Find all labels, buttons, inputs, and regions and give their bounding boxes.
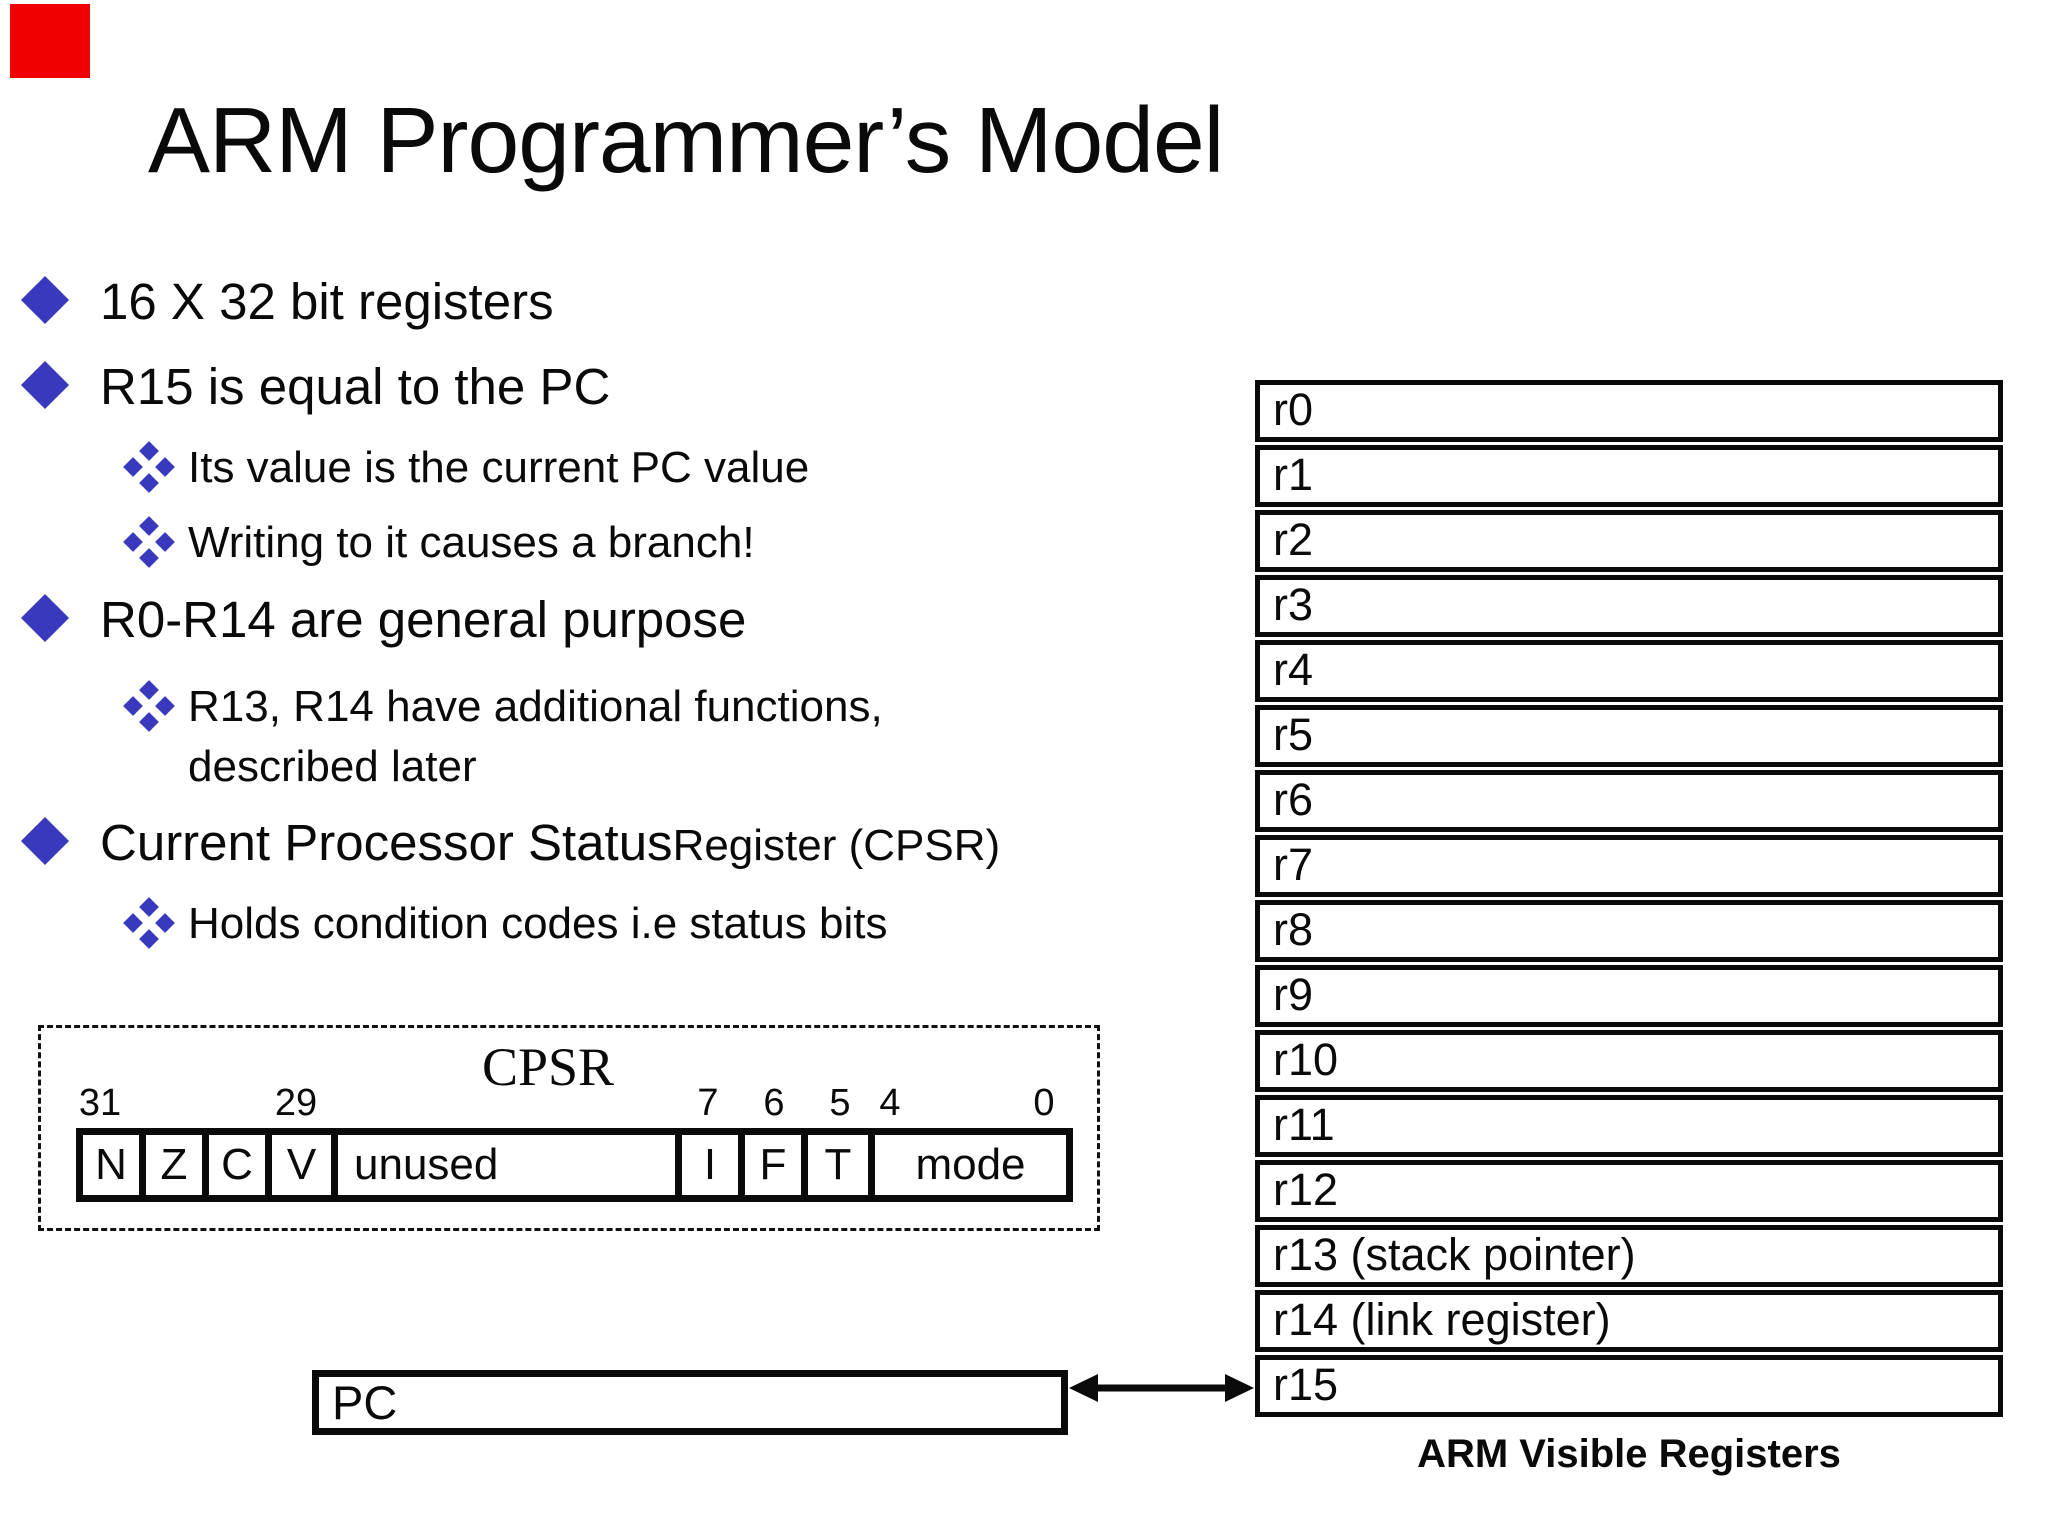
four-diamond-bullet-icon bbox=[123, 441, 175, 493]
cpsr-field-mode: mode bbox=[868, 1128, 1073, 1202]
register-row-r12: r12 bbox=[1255, 1160, 2003, 1222]
diamond-bullet-icon bbox=[20, 593, 70, 643]
register-row-r2: r2 bbox=[1255, 510, 2003, 572]
cpsr-bit-number: 29 bbox=[274, 1082, 318, 1124]
diamond-bullet-icon bbox=[20, 275, 70, 325]
register-row-r4: r4 bbox=[1255, 640, 2003, 702]
bullet-item: R15 is equal to the PC bbox=[0, 356, 1310, 418]
cpsr-field-N: N bbox=[76, 1128, 146, 1202]
bullet-text: Writing to it causes a branch! bbox=[188, 518, 755, 567]
cpsr-bit-number: 0 bbox=[1033, 1082, 1055, 1124]
register-row-r15: r15 bbox=[1255, 1355, 2003, 1417]
four-diamond-bullet-icon bbox=[123, 897, 175, 949]
red-corner-bar bbox=[10, 4, 90, 78]
register-row-r1: r1 bbox=[1255, 445, 2003, 507]
bullet-text-small: Register (CPSR) bbox=[672, 821, 1001, 870]
sub-bullet-item: Writing to it causes a branch! bbox=[0, 513, 1398, 573]
double-arrow-icon bbox=[1069, 1374, 1254, 1402]
pc-label: PC bbox=[332, 1376, 398, 1429]
diamond-bullet-icon bbox=[20, 816, 70, 866]
register-row-r11: r11 bbox=[1255, 1095, 2003, 1157]
cpsr-bit-number: 31 bbox=[78, 1082, 122, 1124]
register-table-caption: ARM Visible Registers bbox=[1417, 1432, 1841, 1476]
bullet-text: 16 X 32 bit registers bbox=[100, 273, 554, 330]
sub-bullet-item: Its value is the current PC value bbox=[0, 438, 1398, 498]
sub-bullet-item: R13, R14 have additional functions, desc… bbox=[0, 677, 1398, 797]
bullet-item: 16 X 32 bit registers bbox=[0, 271, 1310, 333]
pc-register-box: PC bbox=[312, 1370, 1068, 1435]
bullet-text: Holds condition codes i.e status bits bbox=[188, 899, 888, 948]
bullet-text: R0-R14 are general purpose bbox=[100, 591, 747, 648]
four-diamond-bullet-icon bbox=[123, 680, 175, 732]
cpsr-bit-number: 7 bbox=[697, 1082, 719, 1124]
bullet-item: R0-R14 are general purpose bbox=[0, 589, 1310, 651]
cpsr-diagram-title: CPSR bbox=[481, 1037, 615, 1097]
register-row-r3: r3 bbox=[1255, 575, 2003, 637]
bullet-item: Current Processor Status Register (CPSR) bbox=[0, 812, 1310, 874]
cpsr-field-F: F bbox=[738, 1128, 808, 1202]
diamond-bullet-icon bbox=[20, 360, 70, 410]
register-row-r9: r9 bbox=[1255, 965, 2003, 1027]
cpsr-bit-number: 6 bbox=[763, 1082, 785, 1124]
bullet-text: R15 is equal to the PC bbox=[100, 358, 611, 415]
cpsr-field-unused: unused bbox=[331, 1128, 682, 1202]
register-row-r6: r6 bbox=[1255, 770, 2003, 832]
register-row-r10: r10 bbox=[1255, 1030, 2003, 1092]
bullet-text: Its value is the current PC value bbox=[188, 443, 810, 492]
register-row-r7: r7 bbox=[1255, 835, 2003, 897]
sub-bullet-item: Holds condition codes i.e status bits bbox=[0, 894, 1398, 954]
four-diamond-bullet-icon bbox=[123, 516, 175, 568]
register-row-r14: r14 (link register) bbox=[1255, 1290, 2003, 1352]
register-row-r8: r8 bbox=[1255, 900, 2003, 962]
cpsr-field-V: V bbox=[265, 1128, 338, 1202]
bullet-text: Current Processor Status bbox=[100, 814, 673, 871]
cpsr-field-T: T bbox=[801, 1128, 875, 1202]
register-row-r13: r13 (stack pointer) bbox=[1255, 1225, 2003, 1287]
cpsr-field-C: C bbox=[202, 1128, 272, 1202]
slide-title: ARM Programmer’s Model bbox=[148, 88, 1224, 192]
cpsr-field-Z: Z bbox=[139, 1128, 209, 1202]
cpsr-bit-number: 5 bbox=[829, 1082, 851, 1124]
bullet-text: R13, R14 have additional functions, desc… bbox=[188, 682, 883, 791]
register-row-r5: r5 bbox=[1255, 705, 2003, 767]
cpsr-field-I: I bbox=[675, 1128, 745, 1202]
cpsr-bit-number: 4 bbox=[879, 1082, 901, 1124]
register-row-r0: r0 bbox=[1255, 380, 2003, 442]
